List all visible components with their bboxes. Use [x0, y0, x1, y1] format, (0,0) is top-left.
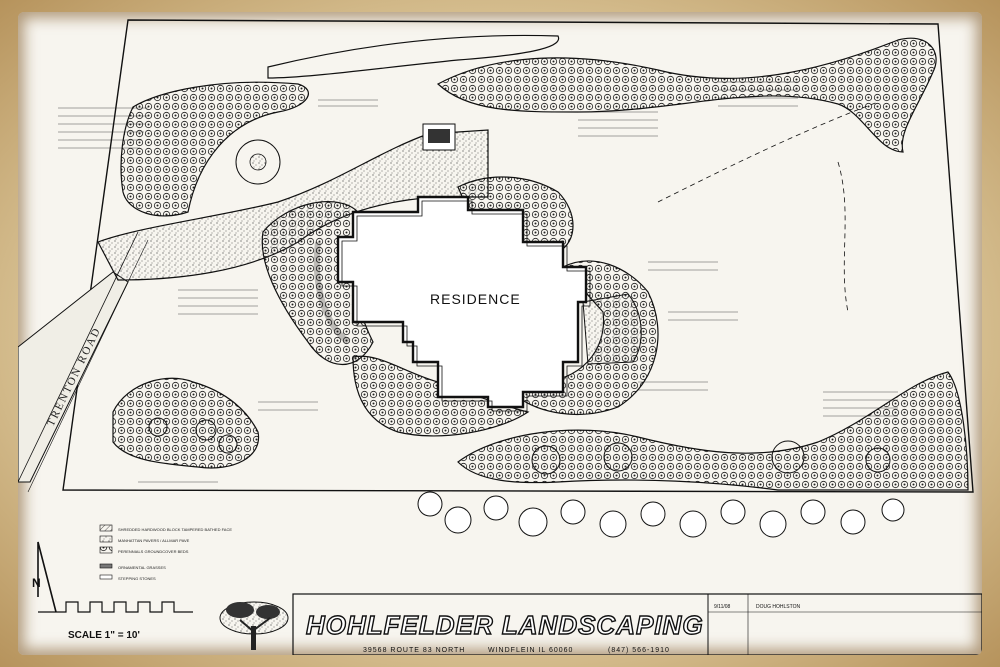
legend-label-groundcover: PERENNIALS GROUNDCOVER BEDS — [118, 549, 189, 554]
north-arrow: N — [32, 541, 57, 613]
designer-name: DOUG HOHLSTON — [756, 604, 800, 610]
legend-label-stones: STEPPING STONES — [118, 576, 156, 581]
legend-label-pavers: MANHATTAN PAVERS / ALLMAR PAVE — [118, 538, 190, 543]
company-city: WINDFLEIN IL 60060 — [488, 647, 573, 654]
north-label: N — [32, 576, 41, 590]
scale-bar — [38, 601, 193, 613]
tree-logo — [219, 601, 289, 650]
plan-date: 9/11/08 — [714, 604, 731, 610]
rear-berm-bed — [457, 371, 969, 491]
legend: SHREDDED HARDWOOD BLOCK TAMPERED BATHED … — [99, 524, 232, 581]
legend-label-grasses: ORNAMENTAL GRASSES — [118, 565, 166, 570]
site-plan: TRENTON ROAD RESIDENCE — [18, 19, 982, 655]
title-block — [292, 593, 982, 655]
rear-patio — [582, 293, 642, 365]
rear-hedge-bed — [436, 37, 937, 153]
landscape-plan-sheet: TRENTON ROAD RESIDENCE — [18, 12, 982, 655]
scale-label: SCALE 1" = 10' — [68, 630, 140, 641]
trenton-road — [18, 271, 129, 483]
legend-label-hardwood: SHREDDED HARDWOOD BLOCK TAMPERED BATHED … — [118, 527, 232, 532]
lower-tree-row — [417, 491, 905, 538]
house-label: RESIDENCE — [430, 291, 521, 307]
island-bed — [112, 377, 260, 469]
entry-bed — [120, 81, 309, 217]
company-address: 39568 ROUTE 83 NORTH — [363, 647, 465, 654]
residence-footprint — [336, 195, 588, 409]
company-name: HOHLFELDER LANDSCAPING — [306, 610, 704, 640]
company-phone: (847) 566-1910 — [608, 647, 670, 654]
